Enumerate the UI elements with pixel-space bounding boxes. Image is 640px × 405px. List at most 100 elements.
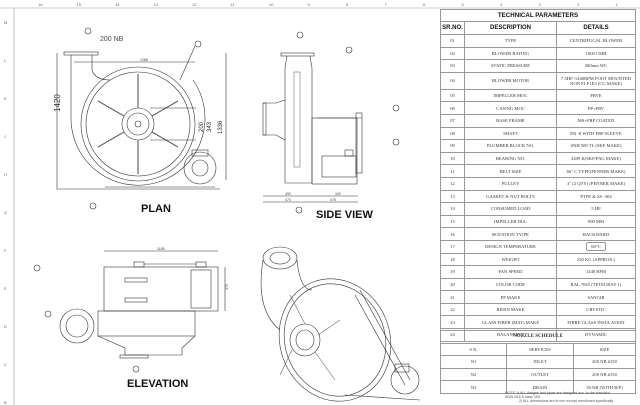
temperature-value: 60°C [586,242,606,252]
notes: NOTE 1) ALL flanges and pipes are design… [505,391,614,404]
nozzle-cell-service: DRAIN [506,380,574,394]
cell-description: BLOWER RATING [464,46,557,61]
cell-description: IMPELLER DIA. [464,214,557,229]
cell-sr-no: 13 [440,189,465,204]
ruler-left-label: L [4,58,7,63]
note-line: 2) ALL dimensions are in mm except menti… [519,399,614,404]
cell-description: GLASS FIBER (MAT) MAKE [464,315,557,330]
cell-description: WEIGHT [464,252,557,267]
cell-sr-no: 11 [440,164,465,178]
cell-sr-no: 14 [440,202,465,216]
ruler-top-label: 1 [616,2,619,7]
cell-sr-no: 20 [440,277,465,292]
cell-description: DESIGN TEMPERATURE [464,239,557,254]
cell-details: MS+FRP COATED [556,113,636,128]
cell-description: PP MAKE [464,290,557,304]
note-line: NOTE 1) ALL flanges and pipes are design… [505,391,610,395]
cell-details: FIBRE GLASS INSULATION [556,315,636,330]
side-view [262,31,400,214]
ruler-left-label: J [4,134,6,139]
header-sr-no: SR.NO. [440,21,465,35]
ruler-left-label: F [4,248,7,253]
cell-description: CASING MOC [464,101,557,115]
cell-description: PLUMBER BLOCK NO. [464,139,557,153]
nozzle-cell-sn: N3 [440,380,507,394]
ruler-top-label: 8 [346,2,349,7]
cell-details: FRVE [556,88,636,103]
cell-description: BELT SIZE [464,164,557,178]
cell-details: 7.5HP /1440RPM FOOT MOUNTED NON FLP IE3 … [556,71,636,90]
ruler-left-label: C [4,362,7,367]
plan-d200-dim: 200 [199,121,205,132]
cell-details: 2209 K(SKF/FAG MAKE) [556,151,636,166]
ruler-left-label: G [4,210,7,215]
side-dim-b: 440 [335,192,341,196]
ruler-top-label: 9 [308,2,311,7]
cell-description: RESIN MAKE [464,302,557,317]
cell-details: 60°C [556,239,636,254]
cell-sr-no: 04 [440,71,465,90]
nozzle-cell-size: 200 NB #150 [573,355,636,369]
nozzle-cell-size: 50 NB (WITH B/F) [573,380,636,394]
side-view-title: SIDE VIEW [316,209,373,221]
nozzle-cell-service: OUTLET [506,367,574,382]
cell-sr-no: 05 [440,88,465,103]
ruler-top-label: 7 [385,2,388,7]
plan-overall-dim: 1336 [218,120,224,134]
header-details: DETAILS [556,21,636,35]
cell-sr-no: 15 [440,214,465,229]
ruler-top-label: 10 [269,2,274,7]
cell-description: PULLEY [464,176,557,191]
cell-details: 66" C TYPE(FENNER MAKE) [556,164,636,178]
cell-description: IMPELLER MOC [464,88,557,103]
ruler-top-label: 5 [462,2,465,7]
plan-title: PLAN [141,203,171,215]
nozzle-header-sn: S.N. [440,342,507,357]
cell-details: 5 HP [556,202,636,216]
cell-sr-no: 06 [440,101,465,115]
ruler-top-label: 4 [500,2,503,7]
ruler-top-label: 16 [38,2,43,7]
ruler-top-label: 15 [77,2,82,7]
side-dim-c: 470 [285,198,291,202]
cell-details: RAL 7045 (TETEGRAY 1) [556,277,636,292]
cell-description: CONSUMED LOAD [464,202,557,216]
nozzle-cell-sn: N2 [440,367,507,382]
elevation-view [33,250,226,373]
cell-sr-no: 03 [440,59,465,73]
note-line: ANSI B16.5 class 150. [505,395,541,400]
plan-width-dim: 1288 [140,58,148,62]
cell-sr-no: 07 [440,113,465,128]
cell-description: TYPE [464,34,557,48]
ruler-left-label: D [4,324,7,329]
cell-sr-no: 10 [440,151,465,166]
cell-details: SNH 509 TL (SKF MAKE) [556,139,636,153]
cell-sr-no: 08 [440,126,465,141]
ruler-top-label: 6 [423,2,426,7]
ruler-top-label: 12 [192,2,197,7]
cell-details: CRYSTIC [556,302,636,317]
cell-details: 1440 RPM [556,265,636,279]
ruler-left-label: B [4,400,7,405]
inlet-size-label: 200 NB [100,36,124,43]
cell-sr-no: 22 [440,302,465,317]
